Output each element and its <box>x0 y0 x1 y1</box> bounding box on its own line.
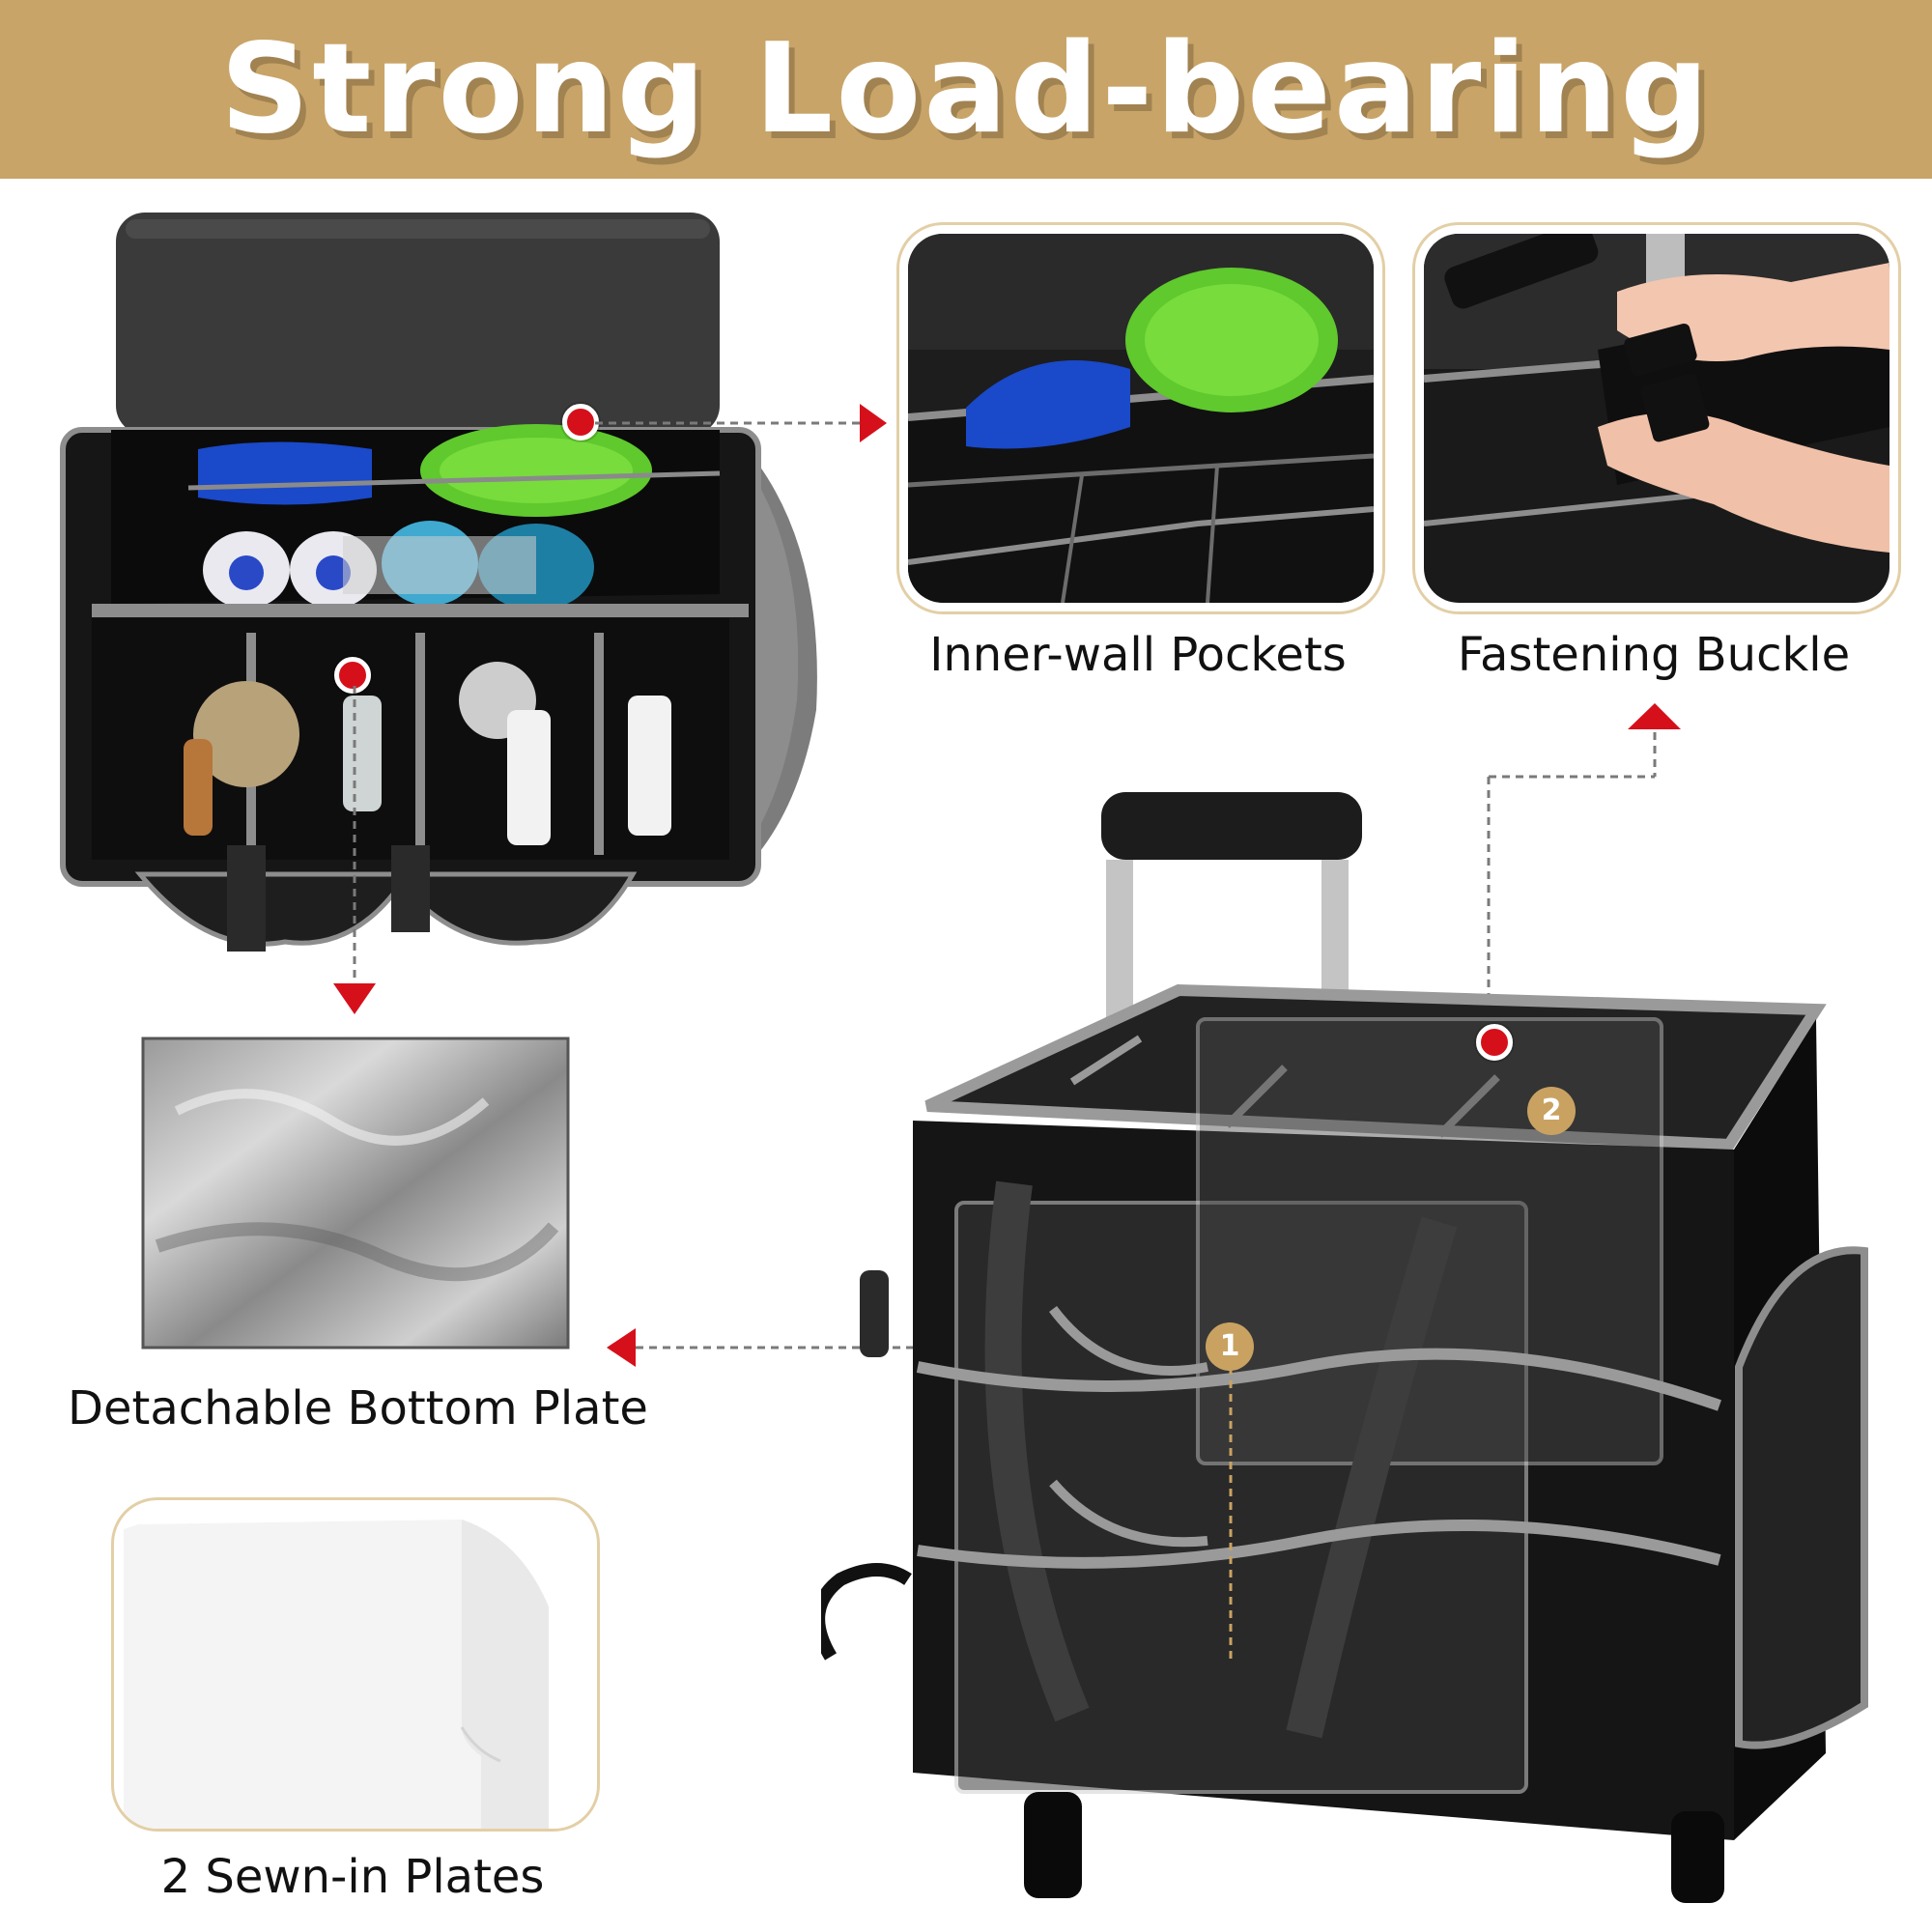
fastening-buckle-card <box>1412 222 1901 614</box>
inner-wall-pockets-card <box>896 222 1385 614</box>
caption-detachable-bottom-plate: Detachable Bottom Plate <box>68 1381 648 1435</box>
detachable-bottom-plate-photo <box>141 1037 570 1350</box>
connector-bottom-plate <box>333 686 376 1014</box>
badge-one: 1 <box>1206 1322 1254 1371</box>
fastening-buckle-photo <box>1424 234 1889 553</box>
pointer-dot-bottom-plate <box>334 657 371 694</box>
caption-fastening-buckle: Fastening Buckle <box>1457 628 1851 682</box>
inner-wall-pockets-photo <box>908 234 1374 603</box>
page-title: Strong Load-bearing <box>220 17 1712 161</box>
rolling-cart-photo <box>821 792 1868 1903</box>
inner-wall-pockets-image-frame <box>908 234 1374 603</box>
sewn-in-plates-card <box>111 1497 600 1832</box>
sewn-in-plates-photo <box>124 1520 549 1829</box>
caption-inner-wall-pockets: Inner-wall Pockets <box>929 628 1347 682</box>
connector-pockets <box>595 404 887 442</box>
pointer-dot-buckle <box>1476 1024 1513 1061</box>
fastening-buckle-image-frame <box>1424 234 1889 603</box>
connector-plates <box>607 1328 1230 1367</box>
caption-sewn-in-plates: 2 Sewn-in Plates <box>160 1850 545 1904</box>
connector-badge-one <box>1229 1367 1233 1662</box>
header-banner <box>0 0 1932 179</box>
open-organizer-photo <box>60 213 817 952</box>
badge-two: 2 <box>1527 1087 1576 1135</box>
connector-buckle <box>1487 703 1681 1032</box>
